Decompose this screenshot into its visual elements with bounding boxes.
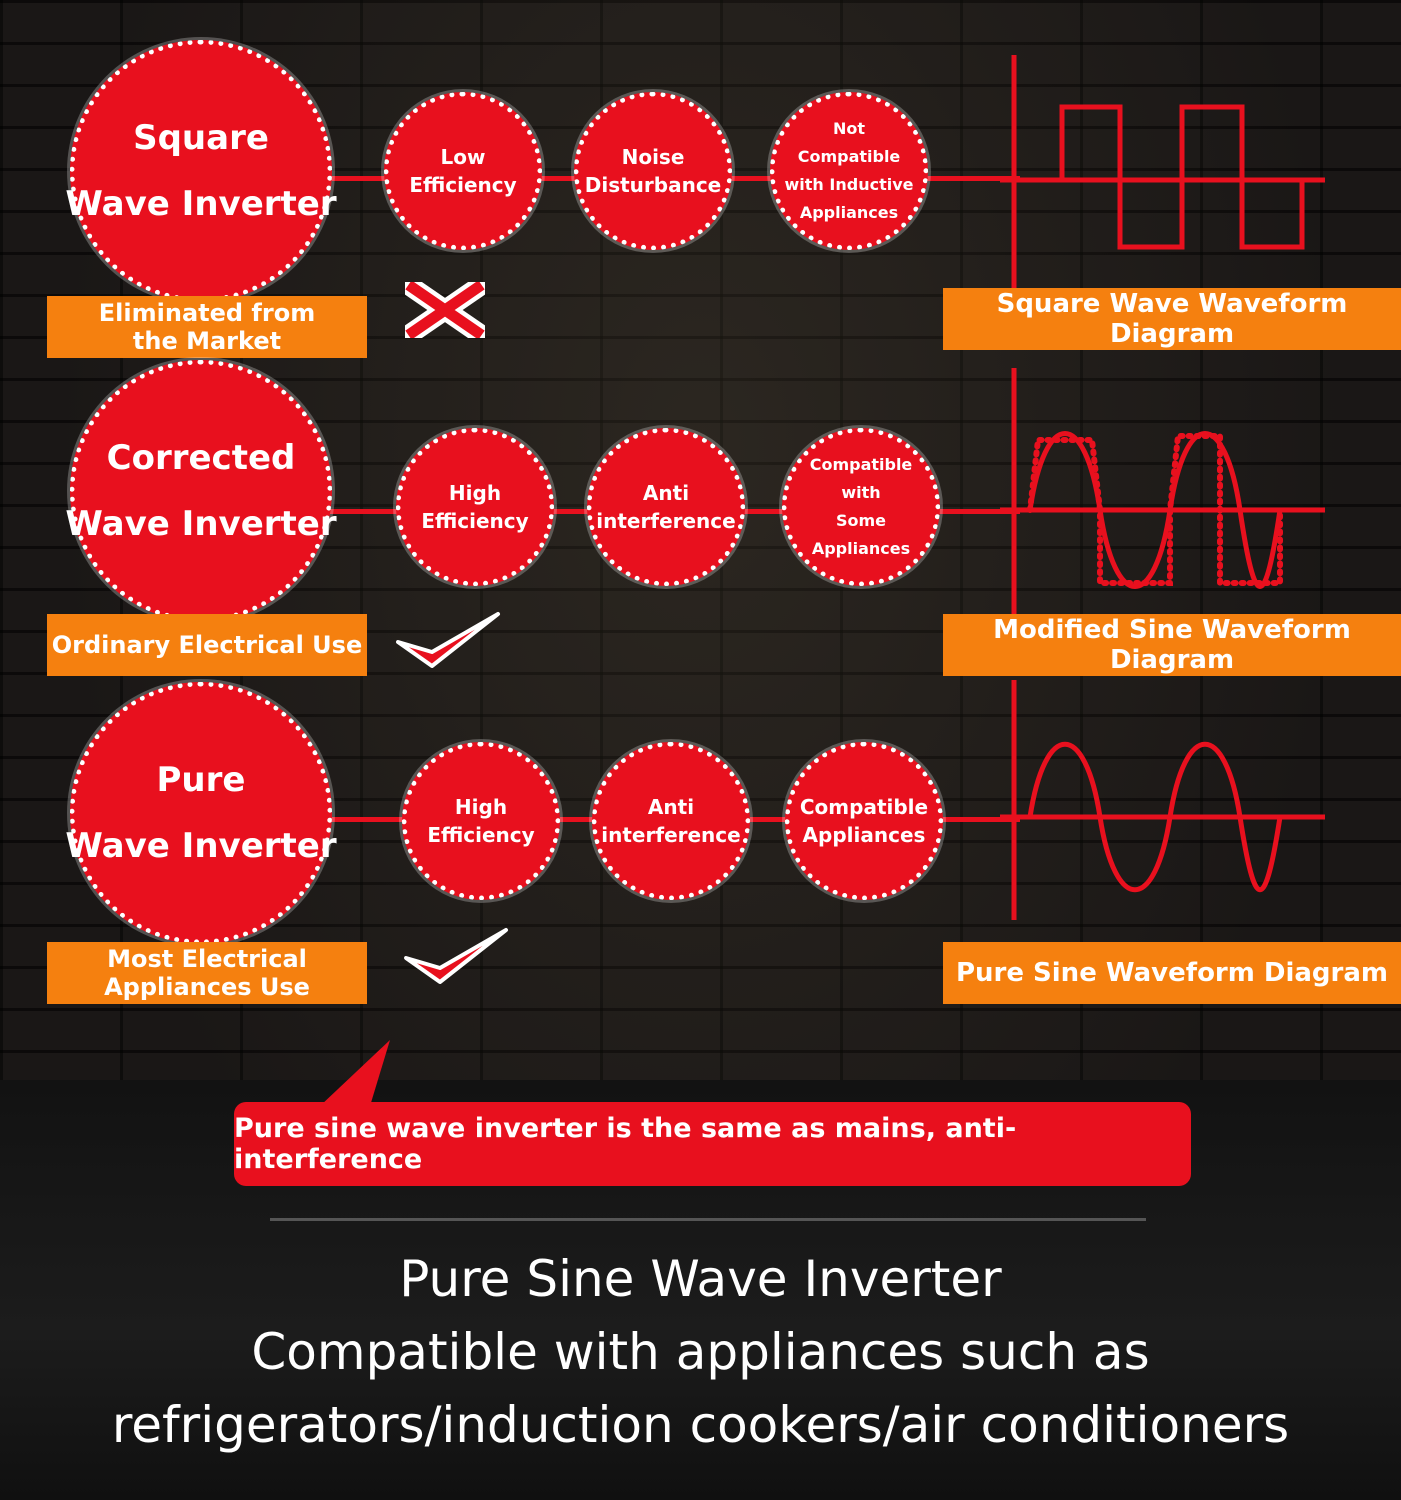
main-circle-subtitle: Wave Inverter <box>65 826 337 866</box>
feature-circle: Low Efficiency <box>384 92 542 250</box>
main-circle-pure: Pure Wave Inverter <box>65 682 337 944</box>
modified-sine-waveform-diagram <box>1000 368 1325 618</box>
pure-sine-waveform-diagram <box>1000 680 1325 920</box>
callout-tail <box>320 1040 390 1106</box>
waveform-label: Square Wave Waveform Diagram <box>943 288 1401 350</box>
feature-circle: Anti interference <box>587 428 745 586</box>
cross-icon <box>405 282 485 338</box>
waveform-label: Modified Sine Waveform Diagram <box>943 614 1401 676</box>
main-circle-square: Square Wave Inverter <box>65 40 337 302</box>
main-circle-title: Square <box>133 118 269 158</box>
footer-line-3: refrigerators/induction cookers/air cond… <box>111 1396 1290 1454</box>
main-circle-subtitle: Wave Inverter <box>65 184 337 224</box>
main-circle-title: Pure <box>156 760 246 800</box>
feature-circle: Compatible with Some Appliances <box>782 428 940 586</box>
feature-circle: Not Compatible with Inductive Appliances <box>770 92 928 250</box>
main-circle-subtitle: Wave Inverter <box>65 504 337 544</box>
footer-title: Pure Sine Wave Inverter <box>399 1250 1002 1308</box>
divider-line <box>270 1218 1146 1221</box>
square-waveform-diagram <box>1000 55 1325 290</box>
feature-circle: Compatible Appliances <box>785 742 943 900</box>
check-icon <box>396 612 500 668</box>
waveform-label: Pure Sine Waveform Diagram <box>943 942 1401 1004</box>
status-label: Eliminated from the Market <box>47 296 367 358</box>
callout-bubble: Pure sine wave inverter is the same as m… <box>234 1102 1191 1186</box>
feature-circle: Noise Disturbance <box>574 92 732 250</box>
footer-line-2: Compatible with appliances such as <box>251 1323 1150 1381</box>
status-label: Ordinary Electrical Use <box>47 614 367 676</box>
status-label: Most Electrical Appliances Use <box>47 942 367 1004</box>
main-circle-title: Corrected <box>106 438 296 478</box>
main-circle-corrected: Corrected Wave Inverter <box>65 360 337 622</box>
feature-circle: High Efficiency <box>396 428 554 586</box>
check-icon <box>404 928 508 984</box>
feature-circle: Anti interference <box>592 742 750 900</box>
feature-circle: High Efficiency <box>402 742 560 900</box>
